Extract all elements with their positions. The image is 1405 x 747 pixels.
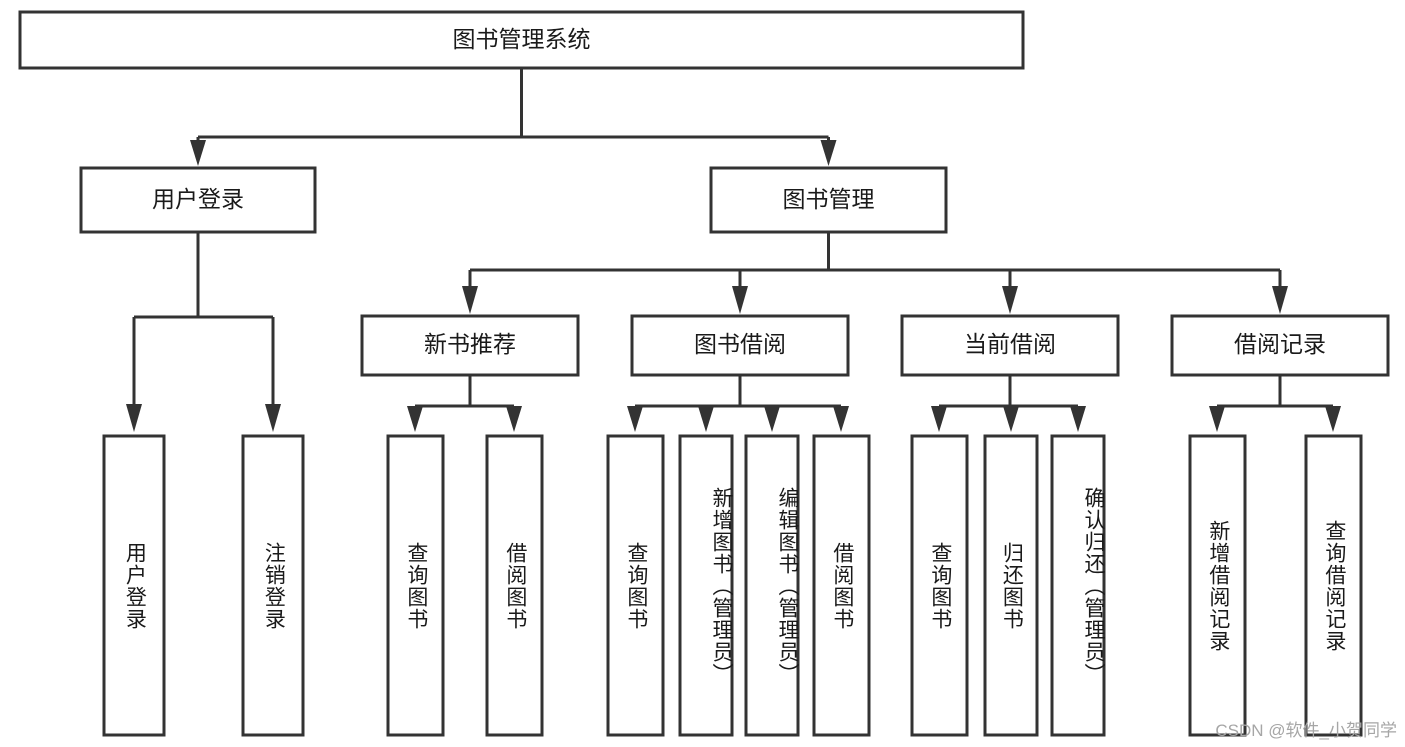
arrowhead-current-leaf-1 bbox=[931, 406, 947, 432]
leaf-box-query-book-3[interactable] bbox=[910, 434, 969, 737]
node-root-box[interactable] bbox=[18, 10, 1025, 70]
arrowhead-borrow bbox=[732, 286, 748, 314]
leaf-node-group bbox=[102, 434, 1363, 737]
leaf-box-user-login[interactable] bbox=[102, 434, 166, 737]
leaf-box-edit-book[interactable] bbox=[744, 434, 800, 737]
node-book-manage[interactable]: 图书管理 bbox=[709, 166, 948, 234]
arrowhead-borrow-leaf-2 bbox=[698, 406, 714, 432]
node-current-borrow[interactable]: 当前借阅 bbox=[900, 314, 1120, 377]
node-book-manage-label: 图书管理 bbox=[783, 186, 875, 212]
node-root[interactable]: 图书管理系统 bbox=[18, 10, 1025, 70]
arrowhead-user-login bbox=[190, 140, 206, 166]
arrowhead-book-manage bbox=[820, 140, 837, 166]
arrowhead-newbook-leaf-2 bbox=[506, 406, 522, 432]
leaf-box-add-record[interactable] bbox=[1188, 434, 1247, 737]
node-new-book-recommend-label: 新书推荐 bbox=[424, 331, 516, 357]
arrowhead-leaf-logout bbox=[265, 404, 281, 432]
node-book-manage-box[interactable] bbox=[709, 166, 948, 234]
arrowhead-borrow-leaf-4 bbox=[833, 406, 849, 432]
node-current-borrow-box[interactable] bbox=[900, 314, 1120, 377]
node-new-book-recommend[interactable]: 新书推荐 bbox=[360, 314, 580, 377]
node-user-login-label: 用户登录 bbox=[152, 186, 244, 212]
arrowhead-current-leaf-3 bbox=[1070, 406, 1086, 432]
leaf-box-logout[interactable] bbox=[241, 434, 305, 737]
node-book-borrow-box[interactable] bbox=[630, 314, 850, 377]
arrowhead-record-leaf-2 bbox=[1325, 406, 1341, 432]
arrowhead-newbook-leaf-1 bbox=[407, 406, 423, 432]
arrowhead-leaf-user-login bbox=[126, 404, 142, 432]
arrowhead-current-leaf-2 bbox=[1003, 406, 1019, 432]
arrowhead-borrow-leaf-3 bbox=[764, 406, 780, 432]
arrowhead-current bbox=[1002, 286, 1018, 314]
leaf-box-query-record[interactable] bbox=[1304, 434, 1363, 737]
arrowhead-record-leaf-1 bbox=[1209, 406, 1225, 432]
connector-group bbox=[126, 68, 1341, 432]
node-book-borrow-label: 图书借阅 bbox=[694, 331, 786, 357]
node-borrow-record[interactable]: 借阅记录 bbox=[1170, 314, 1390, 377]
node-new-book-recommend-box[interactable] bbox=[360, 314, 580, 377]
node-root-label: 图书管理系统 bbox=[453, 26, 591, 52]
leaf-box-return-book[interactable] bbox=[983, 434, 1039, 737]
arrowhead-record bbox=[1272, 286, 1288, 314]
leaf-box-borrow-book-2[interactable] bbox=[812, 434, 871, 737]
node-current-borrow-label: 当前借阅 bbox=[964, 331, 1056, 357]
leaf-box-confirm-return[interactable] bbox=[1050, 434, 1106, 737]
leaf-box-add-book[interactable] bbox=[678, 434, 734, 737]
node-user-login[interactable]: 用户登录 bbox=[79, 166, 317, 234]
arrowhead-newbook bbox=[462, 286, 478, 314]
leaf-box-borrow-book-1[interactable] bbox=[485, 434, 544, 737]
arrowhead-borrow-leaf-1 bbox=[627, 406, 643, 432]
node-user-login-box[interactable] bbox=[79, 166, 317, 234]
leaf-box-query-book-2[interactable] bbox=[606, 434, 665, 737]
node-borrow-record-box[interactable] bbox=[1170, 314, 1390, 377]
node-book-borrow[interactable]: 图书借阅 bbox=[630, 314, 850, 377]
csdn-watermark: CSDN @软件_小贺同学 bbox=[1215, 721, 1397, 740]
node-borrow-record-label: 借阅记录 bbox=[1234, 331, 1326, 357]
leaf-box-query-book-1[interactable] bbox=[386, 434, 445, 737]
